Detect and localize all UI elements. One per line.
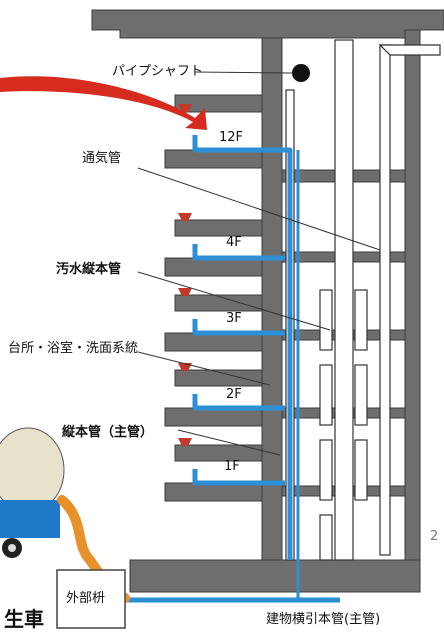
- floor-label-1f: 1F: [224, 459, 240, 474]
- label-page-mark: 2: [430, 529, 438, 544]
- ceiling-4: [174, 219, 263, 237]
- floor-slab-12: [164, 149, 263, 169]
- pipe-shaft-dot: [292, 64, 310, 82]
- fixture-12f: [178, 104, 192, 112]
- ceiling-12: [174, 94, 263, 113]
- floor-label-12f: 12F: [219, 130, 243, 145]
- floor-label-2f: 2F: [226, 387, 242, 402]
- floor-slab-1: [164, 482, 263, 502]
- label-pipe-shaft: パイプシャフト: [112, 64, 203, 79]
- ceiling-3: [174, 294, 263, 312]
- label-sewage-stack: 汚水縦本管: [56, 261, 121, 277]
- red-flow-arrow: [0, 76, 207, 130]
- building-structure: [91, 9, 444, 593]
- ceiling-1: [174, 444, 263, 462]
- drain-2f: [192, 394, 285, 411]
- ground-slab: [129, 559, 421, 593]
- floor-slab-3: [164, 332, 263, 352]
- label-outer-basin: 外部枡: [66, 591, 105, 606]
- label-kitchen-system: 台所・浴室・洗面系統: [8, 340, 138, 356]
- drain-12f: [192, 135, 293, 560]
- fixture-1f: [178, 438, 192, 446]
- drain-4f: [192, 244, 285, 261]
- floor-slab-4: [164, 257, 263, 277]
- floor-label-3f: 3F: [226, 311, 242, 326]
- vacuum-truck: [0, 427, 65, 558]
- drain-1f: [192, 469, 285, 486]
- floor-slab-2: [164, 407, 263, 427]
- vent-pipes: [285, 39, 441, 561]
- roof-slab: [91, 9, 444, 39]
- floor-label-4f: 4F: [226, 235, 242, 250]
- label-cutoff: 生車: [4, 607, 44, 629]
- outer-wall-right: [404, 29, 421, 561]
- fixture-4f: [178, 213, 192, 221]
- label-main-stack: 縦本管（主管）: [62, 424, 153, 440]
- outer-basin-box: [56, 569, 126, 629]
- drain-pipes: [125, 135, 340, 603]
- label-vent-pipe: 通気管: [82, 150, 121, 166]
- drain-3f: [192, 319, 285, 336]
- ceiling-2: [174, 369, 263, 387]
- fixtures: [178, 104, 192, 446]
- leader-lines: [137, 71, 381, 456]
- label-building-main: 建物横引本管(主管): [266, 612, 380, 627]
- fixture-3f: [178, 288, 192, 296]
